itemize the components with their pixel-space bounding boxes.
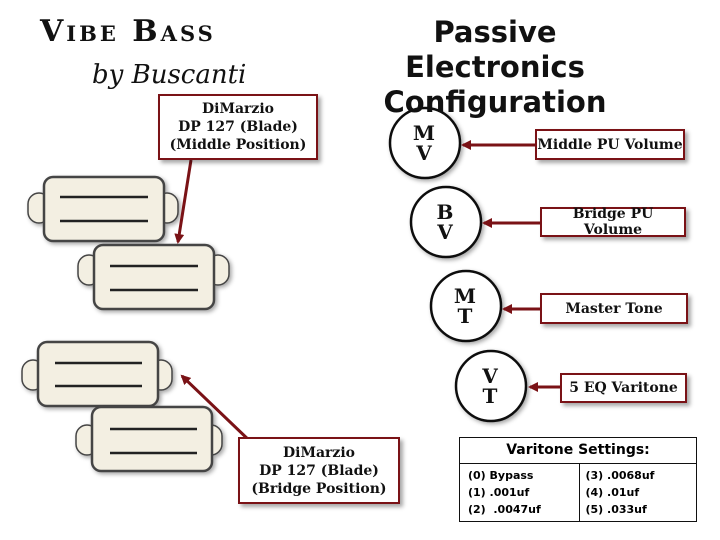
- bridge-volume-callout: Bridge PU Volume: [540, 206, 686, 238]
- knob-label-top: M: [412, 121, 438, 145]
- varitone-knob: [454, 349, 528, 423]
- middle-volume-knob: [388, 106, 462, 180]
- varitone-setting: (1) .001uf: [468, 486, 530, 499]
- varitone-setting: (0) Bypass: [468, 469, 534, 482]
- middle-pickup-upper: [27, 175, 179, 243]
- varitone-settings-left-column: (0) Bypass (1) .001uf (2) .0047uf: [460, 464, 579, 522]
- middle-volume-callout: Middle PU Volume: [535, 129, 685, 160]
- knob-label-bottom: T: [457, 304, 475, 328]
- knob-label-top: B: [436, 200, 456, 224]
- middle-pickup-arrow: [174, 159, 193, 244]
- varitone-callout: 5 EQ Varitone: [560, 373, 687, 403]
- brand-name: Vibe Bass: [40, 14, 216, 49]
- varitone-settings-right-column: (3) .0068uf (4) .01uf (5) .033uf: [578, 464, 697, 522]
- varitone-setting: (4) .01uf: [585, 486, 640, 499]
- title-line-1: Passive Electronics: [405, 15, 585, 84]
- bridge-pickup-arrow: [180, 374, 255, 446]
- brand-byline: by Buscanti: [92, 60, 247, 90]
- title-line-2: Configuration: [383, 85, 607, 119]
- knob-label-bottom: T: [482, 384, 500, 408]
- master-tone-knob: [429, 269, 503, 343]
- varitone-setting: (5) .033uf: [585, 503, 647, 516]
- varitone-knob-label: V T: [466, 366, 516, 406]
- bridge-volume-knob: [409, 185, 483, 259]
- varitone-settings-title: Varitone Settings:: [460, 438, 696, 464]
- middle-pickup-position: (Middle Position): [169, 137, 307, 153]
- bridge-pickup-callout: DiMarzio DP 127 (Blade) (Bridge Position…: [238, 437, 400, 504]
- knob-label-top: M: [453, 284, 479, 308]
- bridge-pickup-part: DP 127 (Blade): [259, 462, 379, 479]
- middle-pickup-part: DP 127 (Blade): [178, 119, 298, 135]
- middle-pickup-lower: [77, 243, 230, 311]
- master-tone-knob-label: M T: [441, 286, 491, 326]
- varitone-settings-table: Varitone Settings: (0) Bypass (1) .001uf…: [459, 437, 697, 522]
- page-title: Passive Electronics Configuration: [345, 15, 645, 120]
- master-tone-callout: Master Tone: [540, 293, 688, 324]
- bridge-volume-knob-label: B V: [421, 202, 471, 242]
- knob-label-bottom: V: [416, 141, 434, 165]
- bridge-pickup-position: (Bridge Position): [251, 480, 387, 497]
- varitone-setting: (2) .0047uf: [468, 503, 541, 516]
- varitone-setting: (3) .0068uf: [585, 469, 655, 482]
- bridge-pickup-model: DiMarzio: [282, 444, 355, 461]
- knob-label-bottom: V: [437, 220, 455, 244]
- middle-pickup-model: DiMarzio: [201, 101, 274, 117]
- middle-pickup-callout: DiMarzio DP 127 (Blade) (Middle Position…: [158, 94, 318, 160]
- bridge-pickup-upper: [21, 340, 173, 408]
- knob-label-top: V: [482, 364, 500, 388]
- middle-volume-knob-label: M V: [400, 123, 450, 163]
- bridge-pickup-lower: [75, 405, 223, 473]
